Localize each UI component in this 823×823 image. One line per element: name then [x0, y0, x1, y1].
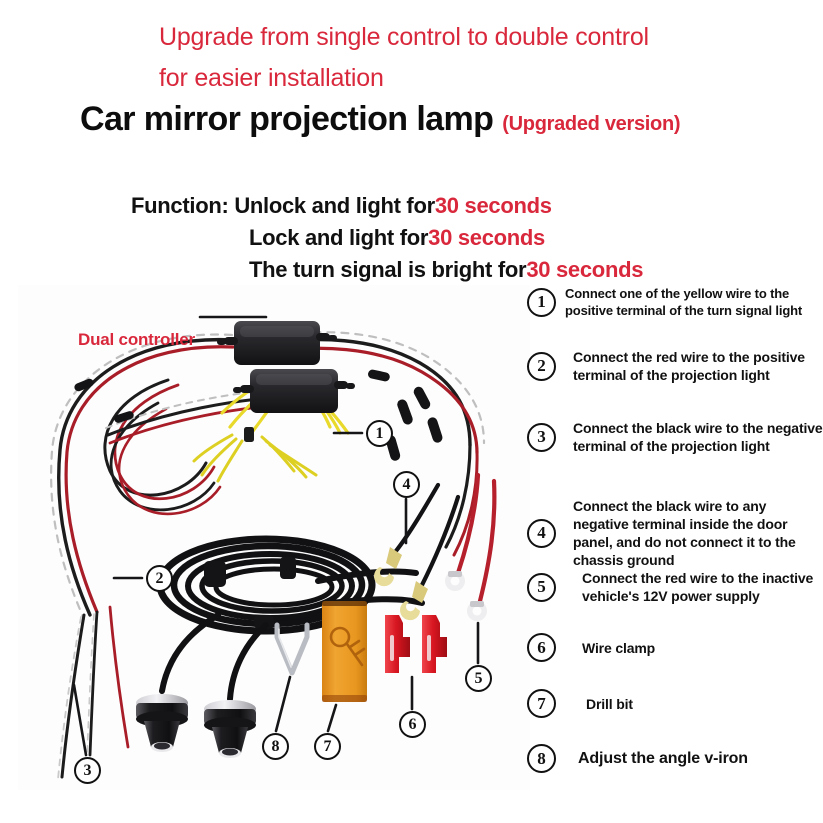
- photo-callout-5: 5: [465, 665, 492, 692]
- ring-terminal-red-2: [467, 601, 487, 621]
- promo-line-1: Upgrade from single control to double co…: [159, 23, 649, 51]
- function-row-1-text: Unlock and light for: [234, 193, 435, 218]
- function-row-3-highlight: 30 seconds: [526, 257, 644, 282]
- step-number-3: 3: [527, 422, 556, 452]
- controller-box-lower: [233, 369, 355, 413]
- product-photo: Dual controller 1 2 3 4 5 6 7 8: [18, 285, 530, 790]
- photo-callout-2: 2: [146, 565, 173, 592]
- photo-callout-8: 8: [262, 733, 289, 760]
- photo-callout-7: 7: [314, 733, 341, 760]
- instruction-step-6: 6 Wire clamp: [527, 633, 823, 662]
- promo-line-2: for easier installation: [159, 64, 384, 92]
- page-title-main: Car mirror projection lamp: [80, 100, 494, 138]
- photo-callout-6: 6: [399, 711, 426, 738]
- photo-callout-1: 1: [366, 420, 393, 447]
- step-text-6: Wire clamp: [582, 639, 656, 656]
- product-photo-illustration: [18, 285, 530, 790]
- instruction-step-4: 4 Connect the black wire to any negative…: [527, 497, 823, 569]
- step-text-5: Connect the red wire to the inactive veh…: [582, 570, 814, 604]
- function-label: Function:: [131, 193, 229, 218]
- controller-box-upper: [217, 321, 337, 365]
- function-row-1-highlight: 30 seconds: [434, 193, 552, 218]
- page-title: Car mirror projection lamp (Upgraded ver…: [80, 100, 681, 139]
- function-row-3-text: The turn signal is bright for: [249, 257, 527, 282]
- instruction-step-8: 8 Adjust the angle v-iron: [527, 744, 823, 773]
- instruction-step-7: 7 Drill bit: [527, 689, 823, 718]
- step-text-3: Connect the black wire to the negative t…: [573, 420, 823, 454]
- step-number-1: 1: [527, 287, 556, 317]
- step-number-6: 6: [527, 633, 556, 662]
- step-number-2: 2: [527, 351, 556, 381]
- step-text-4: Connect the black wire to any negative t…: [573, 498, 796, 568]
- step-text-1: Connect one of the yellow wire to the po…: [565, 286, 803, 318]
- function-row-2: Lock and light for 30 seconds: [249, 222, 643, 254]
- instruction-step-3: 3 Connect the black wire to the negative…: [527, 419, 823, 455]
- drill-bit-box: [322, 601, 367, 702]
- wire-clamp-right: [422, 615, 447, 673]
- instruction-step-5: 5 Connect the red wire to the inactive v…: [527, 569, 823, 605]
- page-title-suffix: (Upgraded version): [502, 113, 681, 135]
- ring-terminal-red-1: [445, 571, 465, 591]
- fork-terminal-black-2: [400, 581, 428, 621]
- step-text-7: Drill bit: [586, 695, 633, 712]
- projector-lamp-right: [204, 700, 256, 758]
- function-row-3: The turn signal is bright for 30 seconds: [249, 254, 643, 286]
- step-number-7: 7: [527, 689, 556, 718]
- fork-terminal-black-1: [374, 547, 402, 587]
- instruction-step-2: 2 Connect the red wire to the positive t…: [527, 348, 823, 384]
- function-row-1: Function: Unlock and light for 30 second…: [131, 190, 643, 222]
- step-text-8: Adjust the angle v-iron: [578, 749, 748, 767]
- instruction-step-1: 1 Connect one of the yellow wire to the …: [527, 285, 823, 319]
- function-block: Function: Unlock and light for 30 second…: [131, 190, 643, 286]
- function-row-2-text: Lock and light for: [249, 225, 429, 250]
- step-number-8: 8: [527, 744, 556, 773]
- step-number-5: 5: [527, 572, 556, 602]
- v-iron-part: [274, 622, 310, 676]
- photo-callout-4: 4: [393, 471, 420, 498]
- photo-callout-3: 3: [74, 757, 101, 784]
- step-number-4: 4: [527, 518, 556, 548]
- function-row-2-highlight: 30 seconds: [428, 225, 545, 250]
- step-text-2: Connect the red wire to the positive ter…: [573, 349, 805, 383]
- wire-clamp-left: [385, 615, 410, 673]
- dual-controller-label: Dual controller: [78, 330, 195, 349]
- projector-lamp-left: [136, 694, 188, 752]
